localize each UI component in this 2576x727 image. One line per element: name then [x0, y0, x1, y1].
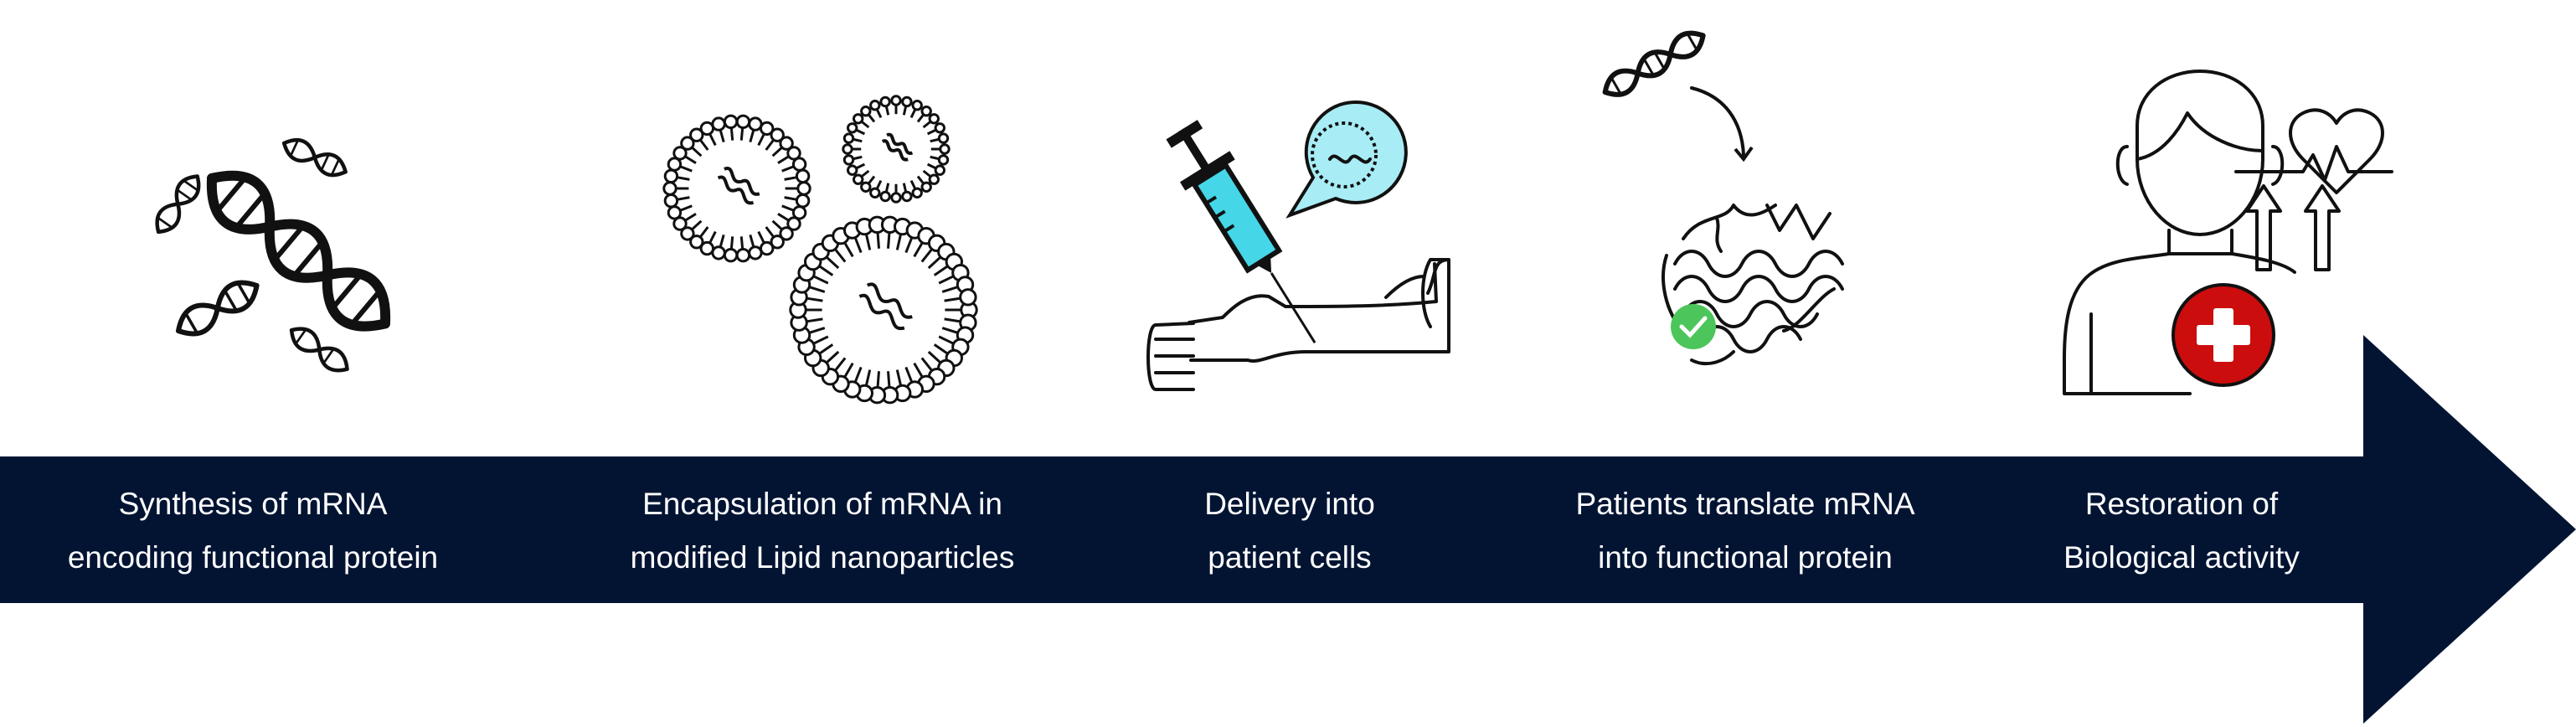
patient-health-icon [2063, 70, 2393, 395]
step-5-line1: Restoration of [2084, 487, 2279, 521]
step-4-label: Patients translate mRNA into functional … [1511, 477, 1980, 585]
step-1-line2: encoding functional protein [67, 540, 439, 575]
step-4-line1: Patients translate mRNA [1575, 487, 1915, 521]
syringe-arm-icon [1146, 100, 1450, 391]
step-3-line1: Delivery into [1204, 487, 1375, 521]
step-3-label: Delivery into patient cells [1055, 477, 1524, 585]
step-2-label: Encapsulation of mRNA in modified Lipid … [588, 477, 1057, 585]
step-1-line1: Synthesis of mRNA [118, 487, 388, 521]
step-4-line2: into functional protein [1598, 540, 1893, 575]
step-1-label: Synthesis of mRNA encoding functional pr… [18, 477, 487, 585]
step-2-line2: modified Lipid nanoparticles [630, 540, 1015, 575]
step-5-label: Restoration of Biological activity [1947, 477, 2416, 585]
protein-translation-icon [1602, 30, 1844, 366]
dna-strands-icon [155, 137, 391, 373]
step-2-line1: Encapsulation of mRNA in [642, 487, 1002, 521]
lipid-nanoparticle-icon [662, 95, 978, 405]
step-3-line2: patient cells [1208, 540, 1372, 575]
step-5-line2: Biological activity [2063, 540, 2300, 575]
